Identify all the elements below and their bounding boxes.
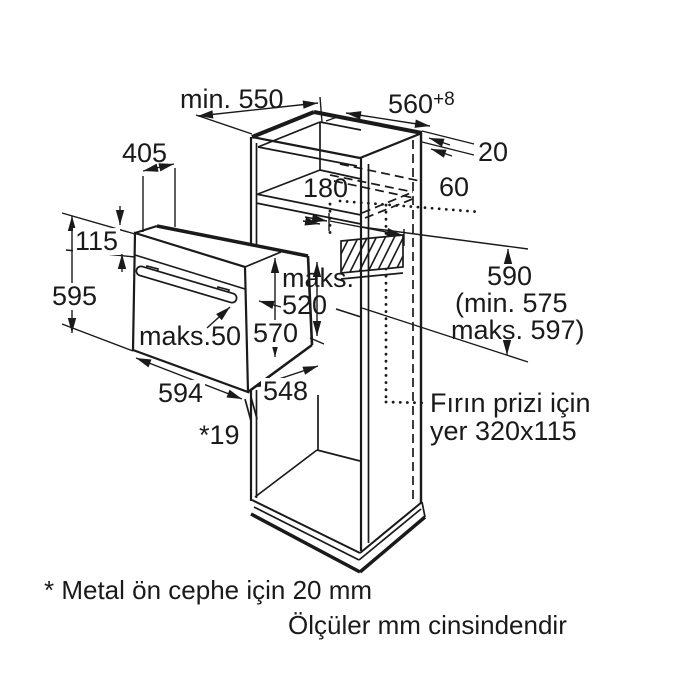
dim-590-max: maks. 597) <box>451 315 585 345</box>
dim-maks-50: maks.50 <box>139 321 242 351</box>
dim-min-550: min. 550 <box>180 84 284 114</box>
dim-star-19: *19 <box>199 420 240 450</box>
dim-590: 590 <box>487 261 533 291</box>
dim-595: 595 <box>50 281 100 311</box>
dimension-lines <box>61 96 529 422</box>
cabinet <box>249 110 482 574</box>
oven-handle <box>135 265 238 304</box>
dim-548: 548 <box>261 376 311 406</box>
footnote-metal-front: * Metal ön cephe için 20 mm <box>44 575 373 605</box>
dim-60: 60 <box>439 172 470 202</box>
dim-594: 594 <box>156 378 206 408</box>
dim-570: 570 <box>251 318 301 348</box>
dim-590-min: (min. 575 <box>455 288 568 318</box>
dim-405: 405 <box>122 138 168 168</box>
dim-115: 115 <box>73 226 121 256</box>
dim-20: 20 <box>478 137 509 167</box>
dim-560-plus-8: 560+8 <box>388 89 455 119</box>
control-panel-line <box>134 254 246 290</box>
dim-180: 180 <box>303 173 349 203</box>
footnote-units: Ölçüler mm cinsindendir <box>288 610 567 640</box>
dim-560-tolerance: +8 <box>433 89 455 110</box>
dim-maks-520: maks.520 <box>282 263 355 320</box>
